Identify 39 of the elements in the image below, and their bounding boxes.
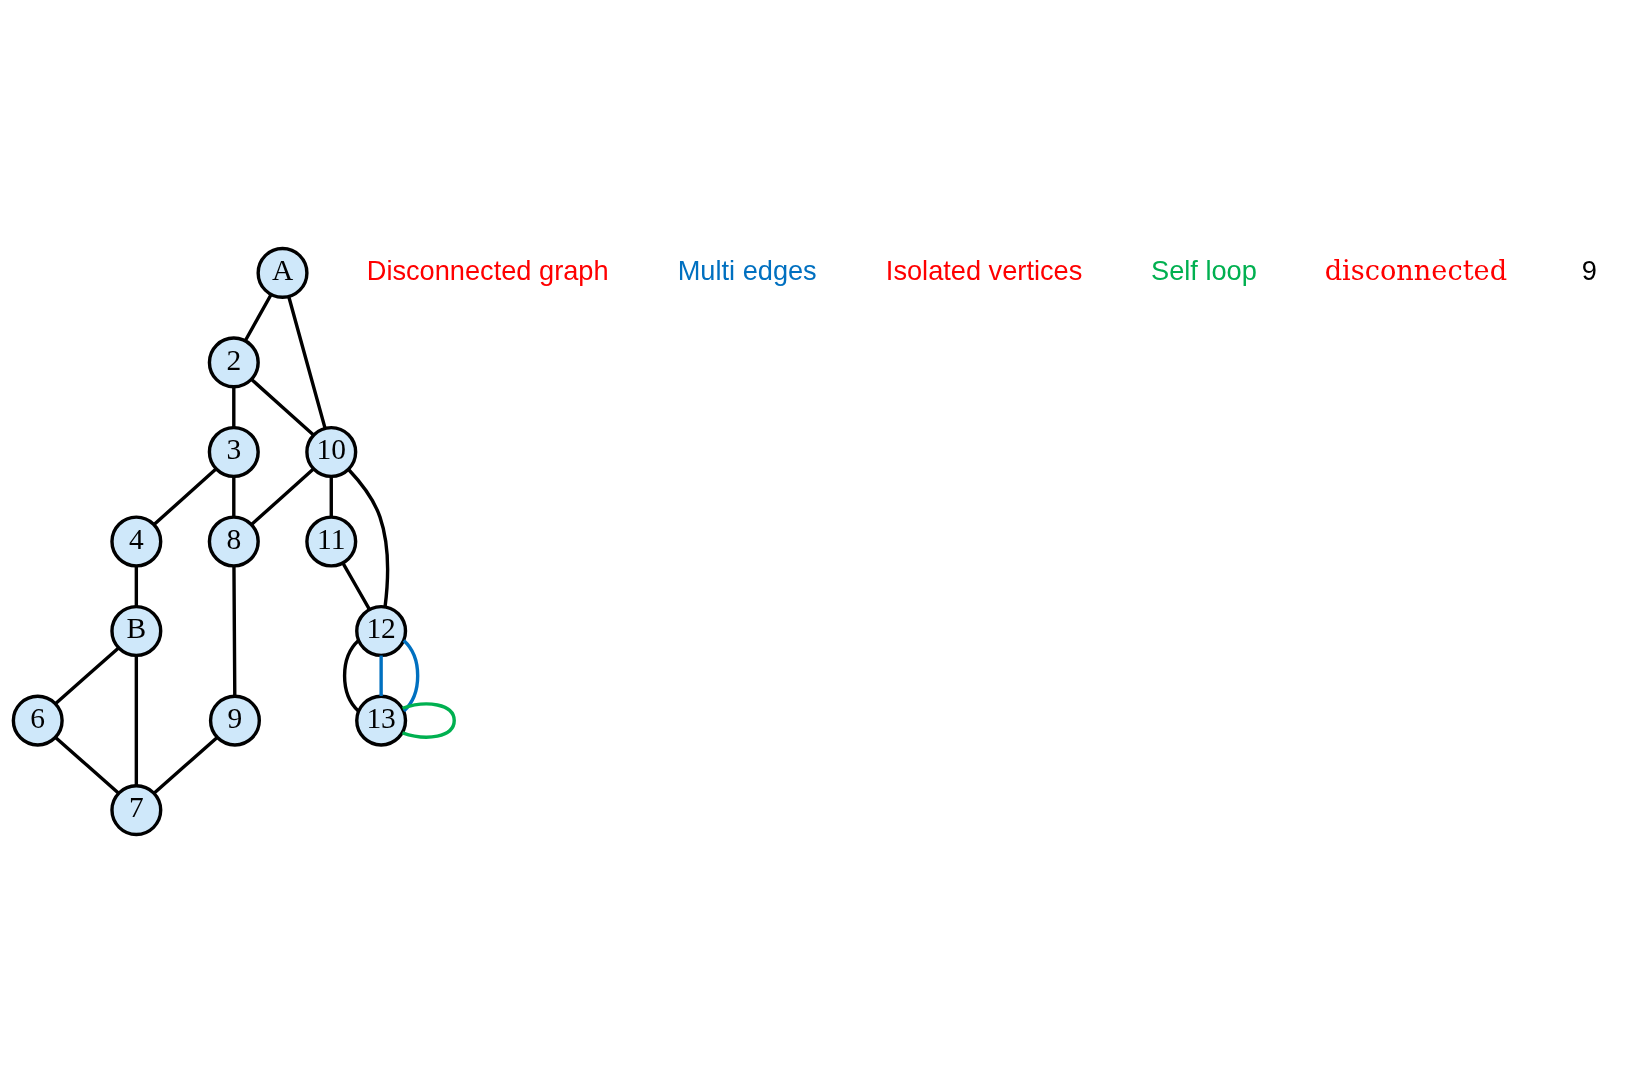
connector [341, 561, 371, 610]
connector [232, 476, 236, 517]
connector [379, 655, 383, 696]
node-circle: 6 [11, 694, 64, 747]
connector [347, 468, 390, 607]
node-circle: 11 [305, 514, 358, 568]
node-circle: A [256, 246, 309, 299]
node-circle: B [110, 604, 163, 657]
connector [287, 295, 327, 429]
node-circle: 3 [207, 425, 260, 478]
connector [134, 655, 139, 785]
connector [152, 467, 218, 526]
connector [250, 467, 315, 526]
label: 9 [1581, 254, 1597, 286]
node-circle: 8 [207, 514, 260, 568]
connector [232, 386, 236, 427]
label: Multi edges [677, 254, 817, 286]
node-circle: 7 [110, 783, 163, 836]
node-circle: 4 [110, 514, 163, 568]
node-circle: 13 [355, 694, 408, 747]
connector [342, 638, 360, 712]
connector [54, 735, 120, 794]
node-circle: 12 [355, 604, 408, 657]
connector [329, 476, 333, 517]
label: Disconnected graph [366, 254, 609, 286]
connector [402, 638, 420, 712]
label: Self loop [1151, 254, 1257, 286]
node-circle: 2 [207, 335, 260, 388]
connector [232, 565, 237, 696]
connector [134, 565, 139, 606]
label: disconnected [1324, 254, 1508, 286]
connector [401, 701, 456, 739]
connector [54, 646, 120, 705]
connector [153, 735, 218, 794]
node-circle: 9 [208, 694, 261, 747]
label: Isolated vertices [885, 254, 1083, 286]
connector [243, 293, 273, 342]
connector [250, 377, 315, 436]
node-circle: 10 [305, 425, 358, 478]
